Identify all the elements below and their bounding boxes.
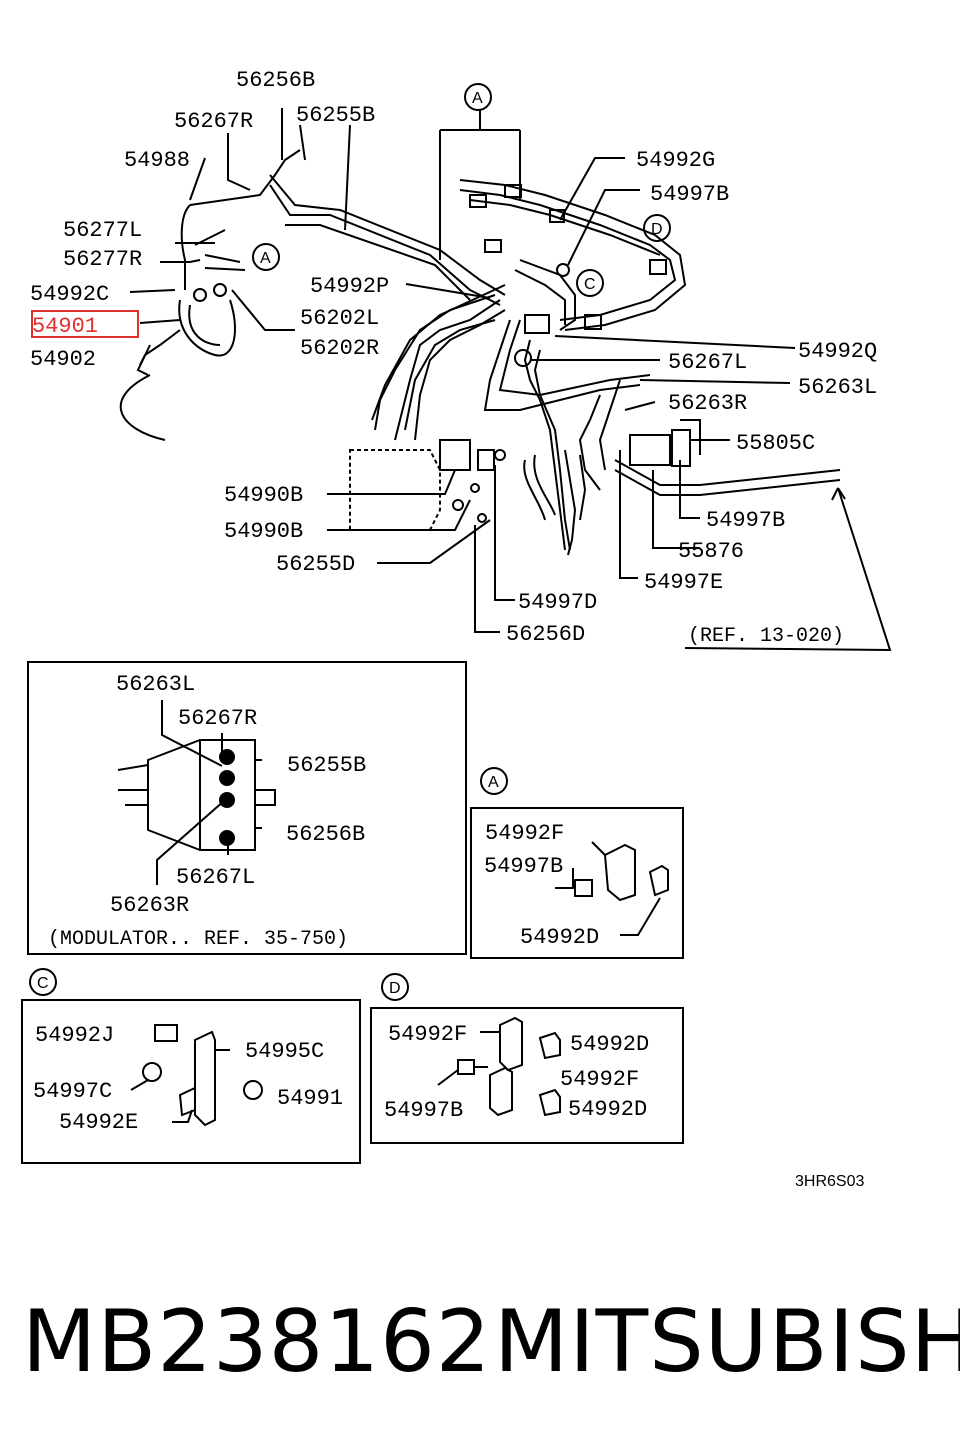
label-56202L: 56202L: [300, 306, 379, 331]
callout-c-letter: C: [584, 276, 596, 293]
label-54992Q: 54992Q: [798, 339, 877, 364]
detail-a-label-54992F: 54992F: [485, 821, 564, 846]
detail-d-letter: D: [389, 980, 401, 997]
mod-label-56263L: 56263L: [116, 672, 195, 697]
label-54992G: 54992G: [636, 148, 715, 173]
mod-label-56255B: 56255B: [287, 753, 366, 778]
detail-c: C 54992J 54995C 54997C 54991 54992E: [21, 968, 361, 1164]
label-ref-13-020: (REF. 13-020): [688, 625, 844, 648]
detail-a: A 54992F 54997B 54992D: [470, 767, 684, 959]
label-54902: 54902: [30, 347, 96, 372]
leader-lines: [119, 108, 892, 652]
label-54997D: 54997D: [518, 590, 597, 615]
callout-a2-letter: A: [260, 250, 271, 267]
detail-d-label-54992D-1: 54992D: [570, 1032, 649, 1057]
detail-c-label-54992E: 54992E: [59, 1110, 138, 1135]
detail-c-circle: [29, 968, 57, 996]
port-56263L: [219, 770, 235, 786]
label-54990B-2: 54990B: [224, 519, 303, 544]
modulator-detail: 56263L 56267R 56255B 56256B 56267L 56263…: [27, 661, 467, 955]
detail-a-box: [470, 807, 684, 959]
callout-d-letter: D: [651, 221, 663, 238]
modulator-caption: (MODULATOR.. REF. 35-750): [48, 928, 348, 951]
part-number: MB238162: [22, 1292, 492, 1392]
mod-label-56267L: 56267L: [176, 865, 255, 890]
label-54901: 54901: [32, 314, 98, 339]
brand-name: MITSUBISHI: [494, 1292, 960, 1392]
callout-a-circle: [464, 83, 492, 111]
label-56263L: 56263L: [798, 375, 877, 400]
detail-c-box: [21, 999, 361, 1164]
detail-d-label-54992F-1: 54992F: [388, 1022, 467, 1047]
coiled-hose-left: [136, 254, 246, 376]
footer: MB238162 MITSUBISHI: [0, 1292, 960, 1392]
label-56267L: 56267L: [668, 350, 747, 375]
port-56263R: [219, 792, 235, 808]
detail-a-label-54997B: 54997B: [484, 854, 563, 879]
label-56263R: 56263R: [668, 391, 747, 416]
label-56202R: 56202R: [300, 336, 379, 361]
detail-c-label-54997C: 54997C: [33, 1079, 112, 1104]
label-56255B: 56255B: [296, 103, 375, 128]
callout-c-circle: [576, 269, 604, 297]
parts-diagram: 56256B 56267R 56255B 54988 56277L 56277R…: [21, 68, 892, 1190]
label-56277L: 56277L: [63, 218, 142, 243]
detail-c-label-54992J: 54992J: [35, 1023, 114, 1048]
clip-markers: [469, 184, 667, 367]
callout-d-circle: [643, 214, 671, 242]
detail-c-letter: C: [37, 975, 49, 992]
highlight-box: [31, 310, 139, 338]
detail-c-label-54995C: 54995C: [245, 1039, 324, 1064]
label-56256B: 56256B: [236, 68, 315, 93]
detail-c-label-54991: 54991: [277, 1086, 343, 1111]
label-55876: 55876: [678, 539, 744, 564]
detail-d-label-54997B: 54997B: [384, 1098, 463, 1123]
port-56267R: [219, 749, 235, 765]
label-54988: 54988: [124, 148, 190, 173]
label-54990B-1: 54990B: [224, 483, 303, 508]
label-54992C: 54992C: [30, 282, 109, 307]
mod-label-56267R: 56267R: [178, 706, 257, 731]
modulator-drawing: [117, 700, 276, 885]
brake-pipe-bundle: [180, 110, 687, 551]
abs-modulator-outline: [349, 439, 506, 531]
label-54997E: 54997E: [644, 570, 723, 595]
label-54997B: 54997B: [650, 182, 729, 207]
diagram-code: 3HR6S03: [795, 1173, 864, 1190]
detail-d-label-54992F-2: 54992F: [560, 1067, 639, 1092]
detail-d: D 54992F 54992D 54992F 54997B 54992D: [370, 973, 684, 1144]
mod-label-56263R: 56263R: [110, 893, 189, 918]
coiled-hose-right: [523, 449, 587, 556]
detail-d-circle: [381, 973, 409, 1001]
label-54992P: 54992P: [310, 274, 389, 299]
label-56256D: 56256D: [506, 622, 585, 647]
port-56267L: [219, 830, 235, 846]
detail-a-letter: A: [488, 774, 499, 791]
detail-d-box: [370, 1007, 684, 1144]
label-55805C: 55805C: [736, 431, 815, 456]
callout-a2-circle: [252, 243, 280, 271]
label-56267R: 56267R: [174, 109, 253, 134]
label-56277R: 56277R: [63, 247, 142, 272]
label-56255D: 56255D: [276, 552, 355, 577]
label-54997B-2: 54997B: [706, 508, 785, 533]
detail-d-label-54992D-2: 54992D: [568, 1097, 647, 1122]
detail-a-circle: [480, 767, 508, 795]
modulator-box: [27, 661, 467, 955]
callout-a-letter: A: [472, 90, 483, 107]
main-labels: 56256B 56267R 56255B 54988 56277L 56277R…: [30, 68, 877, 648]
detail-a-label-54992D: 54992D: [520, 925, 599, 950]
mod-label-56256B: 56256B: [286, 822, 365, 847]
